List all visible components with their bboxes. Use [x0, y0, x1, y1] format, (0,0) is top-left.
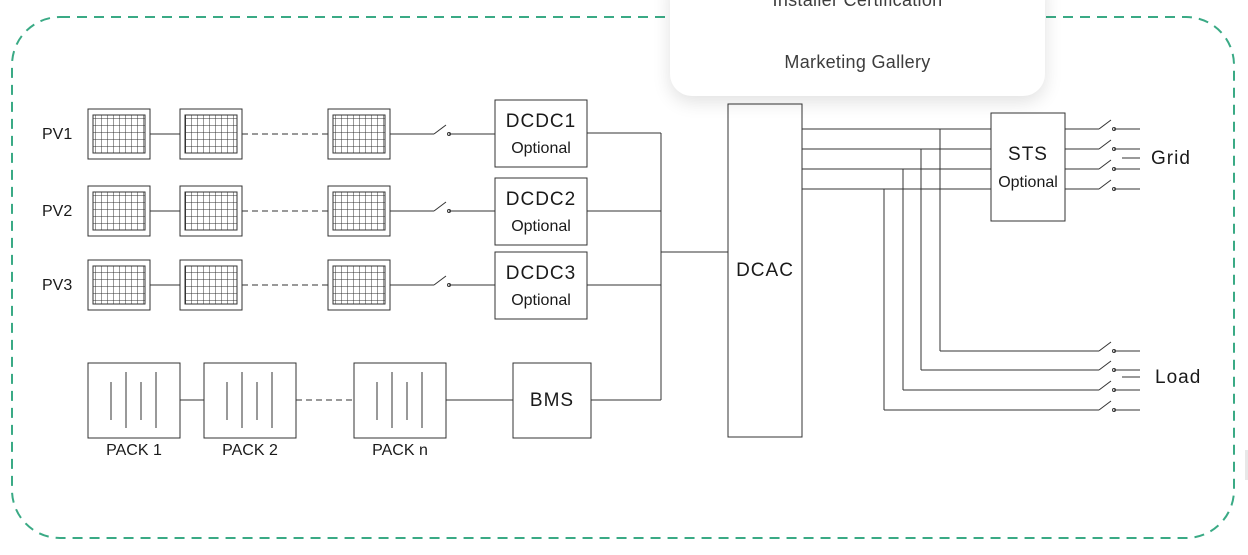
pv-array-group: PV1DCDC1OptionalPV2DCDC2OptionalPV3DCDC3…	[42, 99, 661, 320]
dcdc-optional-label: Optional	[511, 218, 571, 235]
switch-icon	[1098, 139, 1112, 150]
battery-pack-label: PACK 2	[222, 442, 278, 459]
dcdc-converter-label: DCDC3	[506, 263, 576, 284]
sts-label: STS	[1008, 144, 1048, 165]
battery-pack-icon	[203, 362, 297, 439]
pv-cell-grid	[92, 114, 146, 154]
switch-icon	[1098, 119, 1112, 130]
dcdc-optional-label: Optional	[511, 140, 571, 157]
dcac-inverter-label: DCAC	[736, 260, 794, 281]
pv-cell-grid	[332, 191, 386, 231]
battery-group: PACK 1 PACK 2 PACK n BMS	[87, 362, 661, 459]
menu-item-marketing-gallery[interactable]: Marketing Gallery	[784, 52, 931, 72]
pv-cell-grid	[92, 265, 146, 305]
pv-cell-grid	[184, 114, 238, 154]
dropdown-menu: Installer Certification Marketing Galler…	[670, 0, 1045, 96]
scrollbar-edge[interactable]	[1245, 450, 1248, 480]
load-label: Load	[1155, 367, 1201, 388]
pv-string-label: PV1	[42, 126, 72, 143]
switch-icon	[433, 201, 447, 212]
grid-label: Grid	[1151, 148, 1191, 169]
battery-pack-label: PACK 1	[106, 442, 162, 459]
pv-string-label: PV3	[42, 277, 72, 294]
switch-icon	[1098, 179, 1112, 190]
pv-string-label: PV2	[42, 203, 72, 220]
bms-label: BMS	[530, 390, 574, 411]
switch-icon	[1098, 380, 1112, 391]
dcdc-converter-label: DCDC1	[506, 111, 576, 132]
sts-box	[990, 112, 1066, 222]
pv-cell-grid	[184, 191, 238, 231]
switch-icon	[433, 275, 447, 286]
switch-icon	[1098, 159, 1112, 170]
dcdc-optional-label: Optional	[511, 292, 571, 309]
pv-cell-grid	[92, 191, 146, 231]
switch-icon	[1098, 341, 1112, 352]
dcdc-converter-label: DCDC2	[506, 189, 576, 210]
battery-pack-icon	[353, 362, 447, 439]
dcdc-converter-box	[494, 99, 588, 168]
wiring-group: DCAC	[660, 103, 803, 438]
switch-icon	[1098, 400, 1112, 411]
dashed-frame	[11, 16, 1235, 539]
menu-item-installer-certification[interactable]: Installer Certification	[772, 0, 943, 10]
dcac-inverter-box	[727, 103, 803, 438]
pv-cell-grid	[184, 265, 238, 305]
switch-icon	[1098, 360, 1112, 371]
sts-optional-label: Optional	[998, 174, 1058, 191]
battery-pack-icon	[87, 362, 181, 439]
bms-box	[512, 362, 592, 439]
pv-cell-grid	[332, 114, 386, 154]
switch-icon	[433, 124, 447, 135]
dcdc-converter-box	[494, 251, 588, 320]
pv-cell-grid	[332, 265, 386, 305]
battery-pack-label: PACK n	[372, 442, 428, 459]
